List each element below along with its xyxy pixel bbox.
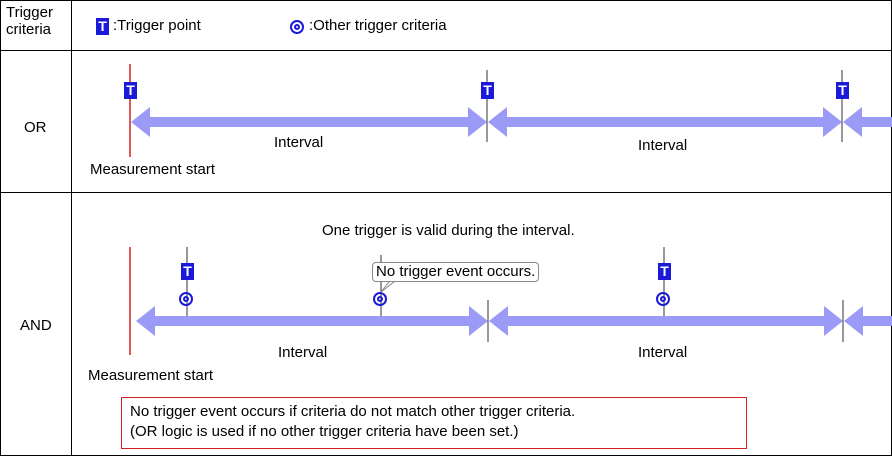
double-circle-icon — [179, 292, 193, 306]
double-circle-icon — [656, 292, 670, 306]
column-label-line1: Trigger — [6, 4, 53, 21]
and-measurement-start: Measurement start — [88, 367, 214, 384]
trigger-point-icon: T — [836, 82, 849, 99]
column-label: Trigger criteria — [6, 4, 53, 38]
or-interval-label-2: Interval — [638, 137, 688, 154]
column-label-line2: criteria — [6, 21, 52, 38]
or-interval-arrow-1 — [131, 107, 487, 137]
and-interval-arrows — [136, 306, 892, 336]
callout-no-trigger: No trigger event occurs. — [372, 262, 540, 282]
or-interval-arrows — [131, 107, 892, 137]
and-interval-label-1: Interval — [278, 344, 328, 361]
or-row-label: OR — [24, 119, 47, 136]
or-measurement-start: Measurement start — [90, 161, 216, 178]
trigger-point-icon: T — [181, 263, 194, 280]
note-line-2: (OR logic is used if no other trigger cr… — [130, 423, 519, 440]
legend-trigger-point: :Trigger point — [113, 17, 201, 34]
legend-other-criteria: :Other trigger criteria — [309, 17, 447, 34]
and-interval-arrow-2 — [489, 306, 843, 336]
trigger-point-icon: T — [658, 263, 671, 280]
trigger-point-icon: T — [124, 82, 137, 99]
trigger-point-icon: T — [481, 82, 494, 99]
and-interval-label-2: Interval — [638, 344, 688, 361]
and-interval-arrow-3 — [844, 306, 892, 336]
double-circle-icon — [290, 20, 304, 34]
or-interval-arrow-3 — [843, 107, 892, 137]
and-row-label: AND — [20, 317, 52, 334]
double-circle-icon — [373, 292, 387, 306]
or-interval-arrow-2 — [488, 107, 842, 137]
criteria-note: No trigger event occurs if criteria do n… — [121, 397, 747, 449]
and-caption: One trigger is valid during the interval… — [322, 222, 575, 239]
trigger-point-icon: T — [96, 18, 109, 35]
and-interval-arrow-1 — [136, 306, 488, 336]
or-interval-label-1: Interval — [274, 134, 324, 151]
note-line-1: No trigger event occurs if criteria do n… — [130, 403, 576, 420]
